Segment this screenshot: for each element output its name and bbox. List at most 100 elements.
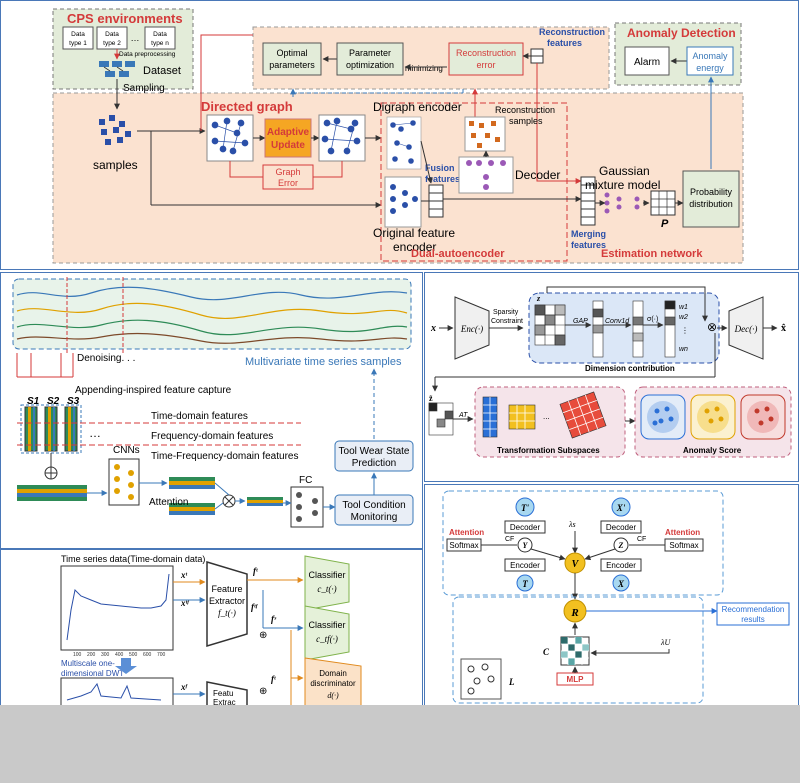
tool-wear-box [334,440,414,472]
parameter-optimization-box [336,42,404,76]
svg-text:Alarm: Alarm [634,57,660,68]
data-preprocessing-label: Data preprocessing [119,51,176,58]
svg-text:z: z [536,294,541,303]
attention-output-bars [247,497,283,506]
encoder-right [600,558,642,572]
svg-text:energy: energy [696,63,724,73]
svg-text:Tool Wear State: Tool Wear State [339,446,410,457]
svg-text:Prediction: Prediction [352,458,396,469]
svg-text:⋮: ⋮ [681,326,689,335]
gray-footer [0,705,800,783]
feature-extractor-shape [206,560,248,648]
svg-text:CF: CF [505,536,514,543]
multiply-op: ⊗ [707,320,717,334]
feedback-line [200,34,253,131]
svg-text:Graph: Graph [275,167,300,177]
svg-text:optimization: optimization [346,60,394,70]
svg-text:xᶠ: xᶠ [180,682,189,692]
svg-text:Optimal: Optimal [276,48,307,58]
svg-text:600: 600 [143,652,152,658]
framework-diagram: CPS environments Data type 1 Data type 2… [52,8,744,264]
denoising-label: Denoising. . . [77,353,135,364]
gmm-label: Gaussian [599,164,650,178]
svg-text:MLP: MLP [567,675,585,684]
cnns-label: CNNs [113,445,140,456]
time-frequency-label: Time-Frequency-domain features [151,451,298,462]
dwt-label: Multiscale one- [61,659,115,668]
svg-text:c_tf(·): c_tf(·) [316,634,338,644]
svg-text:parameters: parameters [269,60,315,70]
svg-text:features: features [571,240,606,250]
svg-text:w2: w2 [679,314,688,321]
svg-text:200: 200 [87,652,96,658]
sampling-label: Sampling [123,83,165,94]
adaptive-update-box [264,118,312,158]
original-feature-encoder-icon [384,176,422,228]
svg-text:type n: type n [151,40,169,47]
svg-text:Extractor: Extractor [209,596,245,606]
svg-text:type 2: type 2 [103,40,121,47]
estimation-network-title: Estimation network [601,248,703,260]
svg-text:samples: samples [509,116,543,126]
svg-text:features: features [547,38,582,48]
svg-text:T: T [522,579,528,589]
svg-text:Softmax: Softmax [449,541,478,550]
classifier-tf [304,605,350,661]
svg-text:Anomaly: Anomaly [692,51,728,61]
dwt-arrow [115,658,137,674]
digraph-encoder-label: Digraph encoder [373,100,462,114]
svg-text:…: … [131,33,140,43]
svg-text:R: R [570,607,578,619]
gmm-network-icon [595,192,640,214]
p-label: P [661,218,669,230]
svg-text:S1: S1 [27,396,40,407]
lambda-u: λU [660,638,671,647]
svg-text:Encoder: Encoder [510,561,540,570]
decoder-right [600,520,642,534]
svg-text:X: X [617,579,625,589]
svg-text:CF: CF [637,536,646,543]
fc-icon [290,486,324,528]
reconstruction-samples-icon [464,116,506,152]
cnn-icon [108,458,140,506]
svg-text:Decoder: Decoder [510,523,541,532]
svg-text:z̃: z̃ [429,394,433,403]
svg-text:fˢ: fˢ [271,614,277,624]
svg-text:wn: wn [679,346,688,353]
z-matrix [534,304,566,346]
signal-lines [16,286,408,344]
minimizing-label: minimizing [405,64,443,73]
panel-dimension-contribution: x Enc(·) Sparsity Constraint z GAP Conv1… [424,272,799,482]
svg-text:X': X' [616,503,626,513]
svg-text:c_t(·): c_t(·) [317,584,336,594]
graph-error-box [262,164,314,190]
samples-label: samples [93,158,138,172]
svg-text:discriminator: discriminator [310,679,356,688]
decoder-icon [458,156,514,194]
merging-vector [580,176,596,226]
svg-text:mixture model: mixture model [585,178,660,192]
l-matrix [460,658,502,700]
svg-text:Parameter: Parameter [349,48,391,58]
svg-text:S3: S3 [67,396,80,407]
t-prime-node [515,497,535,517]
weight-vector [664,300,676,358]
top-region [442,490,724,596]
svg-text:...: ... [543,412,550,421]
svg-text:Domain: Domain [319,669,347,678]
p-matrix [650,190,676,216]
decoder-shape [728,296,764,360]
time-series-title: Time series data(Time-domain data) [61,554,205,564]
svg-text:Dec(·): Dec(·) [734,324,758,334]
samples-icon [99,115,131,145]
svg-text:Update: Update [271,140,305,151]
reconstruction-error-box [448,42,524,76]
conv-vector [632,300,644,358]
svg-text:Constraint: Constraint [491,318,523,325]
tool-monitoring-diagram: Denoising. . . Multivariate time series … [12,277,414,528]
svg-text:results: results [741,615,765,624]
feature-stacks: S1 S2 S3 … [20,396,101,454]
frequency-domain-label: Frequency-domain features [151,431,273,442]
